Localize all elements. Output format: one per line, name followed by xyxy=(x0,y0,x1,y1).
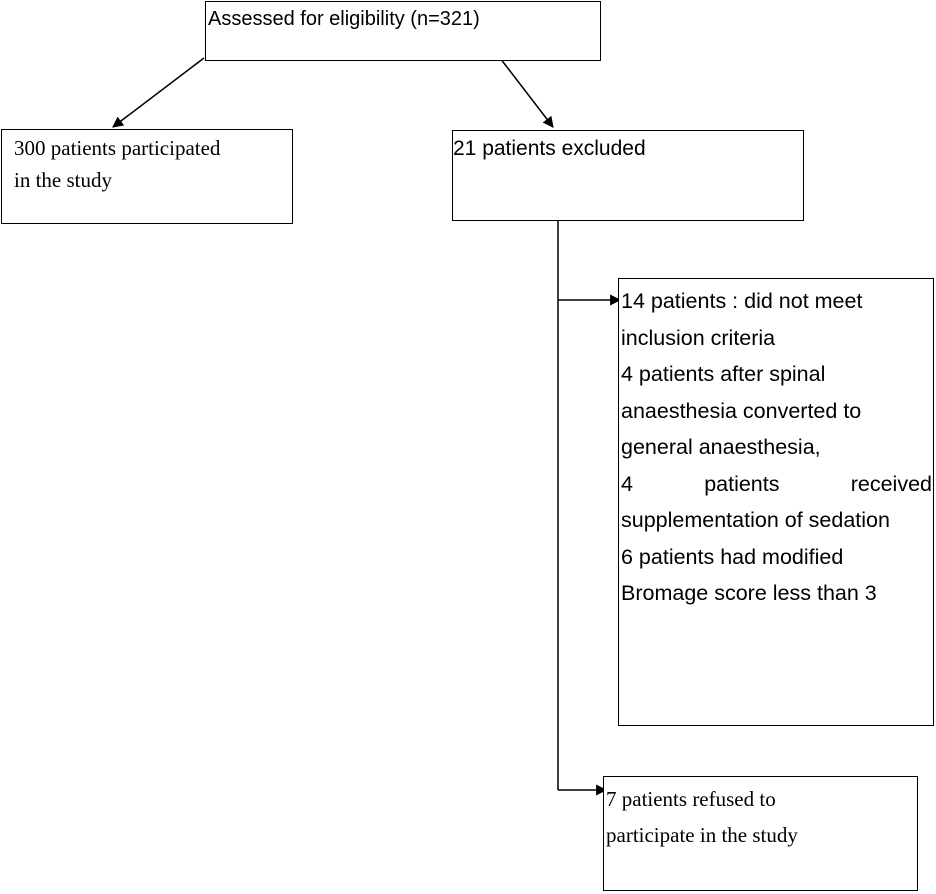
reason-line-6-word-3: received xyxy=(850,471,932,496)
refused-text-line-1: 7 patients refused to xyxy=(606,787,776,811)
eligibility-box: Assessed for eligibility (n=321) xyxy=(205,1,601,61)
refused-text-line-2: participate in the study xyxy=(606,823,798,847)
excluded-box: 21 patients excluded xyxy=(452,130,804,221)
reason-line-1: 14 patients : did not meet xyxy=(621,289,863,313)
reason-line-9: Bromage score less than 3 xyxy=(621,581,877,605)
reason-line-4: anaesthesia converted to xyxy=(621,398,862,423)
reason-line-8: 6 patients had modified xyxy=(621,544,844,569)
arrow-eligibility-to-excluded xyxy=(499,57,554,128)
exclusion-reasons-box: 14 patients : did not meet inclusion cri… xyxy=(618,278,934,726)
reason-line-6-word-2: patients xyxy=(704,471,780,496)
arrow-eligibility-to-participated xyxy=(112,57,205,128)
participated-text-line-1: 300 patients participated xyxy=(14,136,221,160)
reason-line-6: 4 patients received xyxy=(621,466,933,503)
reason-line-2: inclusion criteria xyxy=(621,325,776,350)
excluded-text: 21 patients excluded xyxy=(453,137,646,160)
reason-line-5: general anaesthesia, xyxy=(621,435,821,459)
reason-line-7: supplementation of sedation xyxy=(621,508,890,532)
participated-text-line-2: in the study xyxy=(14,168,112,192)
reason-line-6-word-1: 4 xyxy=(621,471,633,496)
eligibility-text: Assessed for eligibility (n=321) xyxy=(208,8,480,30)
participated-box: 300 patients participated in the study xyxy=(1,129,293,224)
refused-box: 7 patients refused to participate in the… xyxy=(603,776,918,891)
reason-line-3: 4 patients after spinal xyxy=(621,362,826,386)
